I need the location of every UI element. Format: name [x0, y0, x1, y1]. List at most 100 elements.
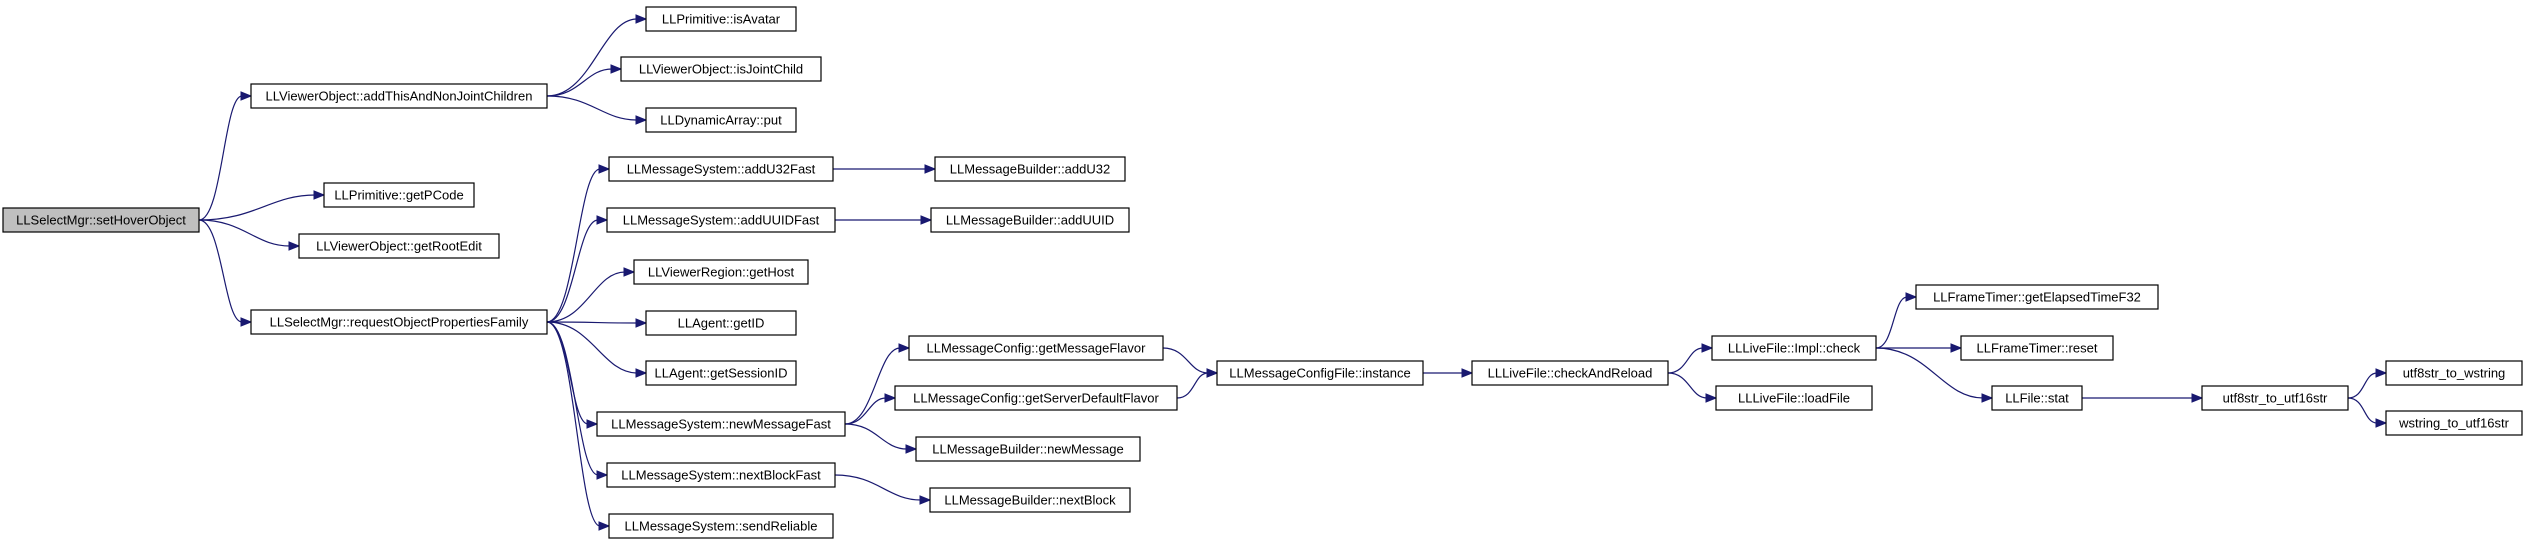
- node-getServerDefaultFlavor[interactable]: LLMessageConfig::getServerDefaultFlavor: [894, 385, 1178, 411]
- node-fileStat[interactable]: LLFile::stat: [1991, 385, 2083, 411]
- arrowhead-icon: [288, 241, 301, 251]
- edge-line: [546, 321, 601, 527]
- node-loadFile[interactable]: LLLiveFile::loadFile: [1715, 385, 1873, 411]
- node-instance[interactable]: LLMessageConfigFile::instance: [1216, 360, 1424, 386]
- arrowhead-icon: [1206, 368, 1219, 378]
- node-label: LLFile::stat: [2005, 391, 2069, 406]
- node-nextBlockFast[interactable]: LLMessageSystem::nextBlockFast: [606, 462, 836, 488]
- arrowhead-icon: [635, 368, 648, 378]
- edge-line: [844, 397, 887, 425]
- edge-checkAndReload-to-loadFile: [1667, 372, 1718, 403]
- node-utf8to16[interactable]: utf8str_to_utf16str: [2201, 385, 2349, 411]
- node-label: LLMessageSystem::sendReliable: [625, 519, 818, 534]
- node-wtoUtf16[interactable]: wstring_to_utf16str: [2385, 410, 2523, 436]
- node-box: [934, 156, 1126, 182]
- node-box: [608, 513, 834, 539]
- node-utf8toW[interactable]: utf8str_to_wstring: [2385, 360, 2523, 386]
- arrowhead-icon: [635, 318, 648, 328]
- node-root[interactable]: LLSelectMgr::setHoverObject: [2, 207, 200, 233]
- node-addUUIDFast[interactable]: LLMessageSystem::addUUIDFast: [606, 207, 836, 233]
- node-getSessionID[interactable]: LLAgent::getSessionID: [645, 360, 797, 386]
- arrowhead-icon: [313, 190, 326, 200]
- arrowhead-icon: [610, 64, 623, 74]
- node-box: [596, 411, 846, 437]
- edge-line: [2347, 372, 2378, 399]
- node-label: LLMessageSystem::addU32Fast: [627, 162, 816, 177]
- edge-addThis-to-isAvatar: [546, 14, 648, 97]
- node-addU32Fast[interactable]: LLMessageSystem::addU32Fast: [608, 156, 834, 182]
- node-newMessageFast[interactable]: LLMessageSystem::newMessageFast: [596, 411, 846, 437]
- node-sendReliable[interactable]: LLMessageSystem::sendReliable: [608, 513, 834, 539]
- node-box: [2201, 385, 2349, 411]
- node-label: LLViewerObject::isJointChild: [639, 62, 803, 77]
- edge-getServerDefaultFlavor-to-instance: [1176, 368, 1219, 399]
- node-implCheck[interactable]: LLLiveFile::Impl::check: [1711, 335, 1877, 361]
- node-put[interactable]: LLDynamicArray::put: [645, 107, 797, 133]
- node-mbNewMessage[interactable]: LLMessageBuilder::newMessage: [915, 436, 1141, 462]
- node-box: [1715, 385, 1873, 411]
- node-mbAddUUID[interactable]: LLMessageBuilder::addUUID: [930, 207, 1130, 233]
- node-getRootEdit[interactable]: LLViewerObject::getRootEdit: [298, 233, 500, 259]
- edge-line: [1875, 296, 1908, 349]
- node-box: [930, 207, 1130, 233]
- node-box: [915, 436, 1141, 462]
- edge-line: [546, 168, 601, 323]
- edge-line: [1176, 372, 1209, 399]
- node-label: LLMessageSystem::addUUIDFast: [623, 213, 820, 228]
- edge-newMessageFast-to-getServerDefaultFlavor: [844, 393, 897, 425]
- arrowhead-icon: [920, 215, 933, 225]
- node-box: [250, 83, 548, 109]
- edge-line: [844, 347, 901, 425]
- arrowhead-icon: [623, 267, 636, 277]
- edge-implCheck-to-getElapsed: [1875, 292, 1918, 349]
- node-box: [1216, 360, 1424, 386]
- node-checkAndReload[interactable]: LLLiveFile::checkAndReload: [1471, 360, 1669, 386]
- node-label: utf8str_to_wstring: [2403, 366, 2506, 381]
- node-timerReset[interactable]: LLFrameTimer::reset: [1960, 335, 2114, 361]
- call-graph-edges: [198, 14, 2388, 531]
- node-label: LLMessageSystem::nextBlockFast: [621, 468, 821, 483]
- edge-line: [198, 194, 316, 221]
- node-getHost[interactable]: LLViewerRegion::getHost: [633, 259, 809, 285]
- node-isAvatar[interactable]: LLPrimitive::isAvatar: [645, 6, 797, 32]
- arrowhead-icon: [1705, 393, 1718, 403]
- edge-line: [546, 18, 638, 97]
- node-mbNextBlock[interactable]: LLMessageBuilder::nextBlock: [929, 487, 1131, 513]
- node-label: LLSelectMgr::requestObjectPropertiesFami…: [270, 315, 529, 330]
- node-getPCode[interactable]: LLPrimitive::getPCode: [323, 182, 475, 208]
- node-box: [2385, 410, 2523, 436]
- node-label: LLDynamicArray::put: [660, 113, 782, 128]
- node-getMessageFlavor[interactable]: LLMessageConfig::getMessageFlavor: [908, 335, 1164, 361]
- arrowhead-icon: [2191, 393, 2204, 403]
- edge-instance-to-checkAndReload: [1423, 368, 1474, 378]
- arrowhead-icon: [2375, 368, 2388, 378]
- node-label: LLMessageConfig::getServerDefaultFlavor: [913, 391, 1159, 406]
- node-label: LLMessageSystem::newMessageFast: [611, 417, 831, 432]
- node-mbAddU32[interactable]: LLMessageBuilder::addU32: [934, 156, 1126, 182]
- edge-line: [1667, 347, 1704, 374]
- node-box: [2, 207, 200, 233]
- node-addThis[interactable]: LLViewerObject::addThisAndNonJointChildr…: [250, 83, 548, 109]
- node-label: LLMessageBuilder::newMessage: [932, 442, 1124, 457]
- arrowhead-icon: [598, 164, 611, 174]
- node-label: LLMessageBuilder::addU32: [950, 162, 1110, 177]
- arrowhead-icon: [596, 215, 609, 225]
- node-isJointChild[interactable]: LLViewerObject::isJointChild: [620, 56, 822, 82]
- edge-reqFamily-to-getID: [546, 318, 648, 328]
- edge-line: [198, 95, 243, 221]
- node-reqFamily[interactable]: LLSelectMgr::requestObjectPropertiesFami…: [250, 309, 548, 335]
- edge-line: [198, 219, 291, 247]
- edge-line: [2347, 397, 2378, 424]
- edge-reqFamily-to-nextBlockFast: [546, 321, 609, 480]
- arrowhead-icon: [240, 317, 253, 327]
- node-box: [2385, 360, 2523, 386]
- edge-line: [1875, 347, 1984, 399]
- edge-line: [546, 271, 626, 323]
- node-box: [323, 182, 475, 208]
- node-getElapsed[interactable]: LLFrameTimer::getElapsedTimeF32: [1915, 284, 2159, 310]
- edge-reqFamily-to-addU32Fast: [546, 164, 611, 323]
- node-getID[interactable]: LLAgent::getID: [645, 310, 797, 336]
- node-box: [645, 6, 797, 32]
- node-box: [645, 107, 797, 133]
